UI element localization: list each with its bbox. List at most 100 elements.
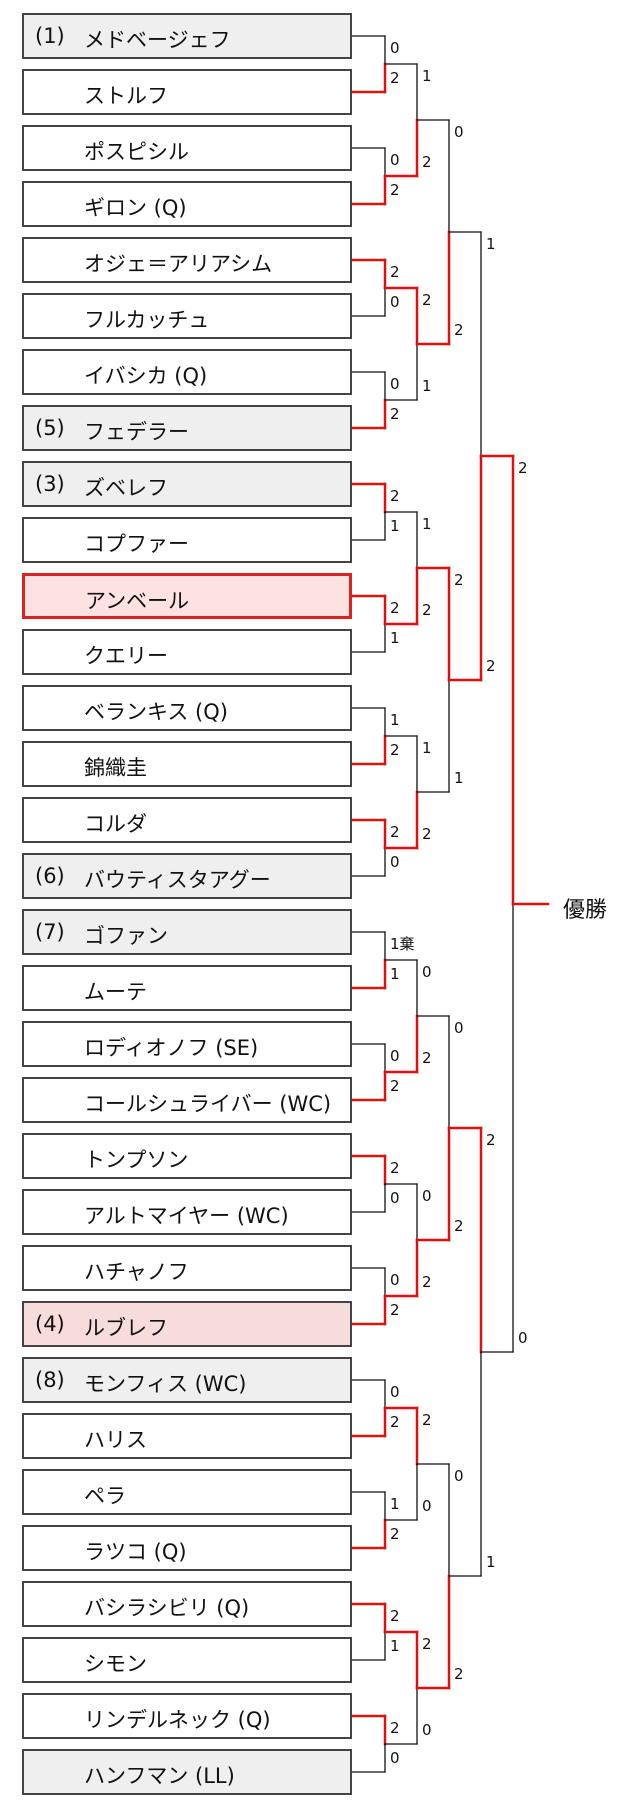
match-score: 0	[422, 1721, 432, 1739]
player-name: ルブレフ	[84, 1316, 168, 1340]
player-box: ムーテ	[22, 965, 352, 1011]
match-score: 0	[390, 151, 400, 169]
match-score: 1棄	[390, 935, 415, 953]
match-score: 2	[390, 1607, 400, 1625]
match-score: 0	[390, 39, 400, 57]
player-box: アンベール	[22, 573, 352, 619]
player-name: ペラ	[84, 1484, 126, 1508]
player-box: ハリス	[22, 1413, 352, 1459]
match-score: 1	[486, 235, 496, 253]
match-score: 2	[422, 153, 432, 171]
champion-label: 優勝	[563, 898, 608, 923]
match-score: 2	[390, 741, 400, 759]
player-name: メドベージェフ	[84, 28, 231, 52]
player-name: ポスピシル	[84, 140, 189, 164]
match-score: 2	[390, 405, 400, 423]
match-score: 1	[390, 1637, 400, 1655]
match-score: 2	[422, 601, 432, 619]
player-box: オジェ＝アリアシム	[22, 237, 352, 283]
player-box: (6)バウティスタアグー	[22, 853, 352, 899]
player-name: ギロン (Q)	[84, 196, 187, 220]
player-name: コールシュライバー (WC)	[84, 1092, 332, 1116]
match-score: 1	[422, 377, 432, 395]
match-score: 0	[390, 853, 400, 871]
player-name: ズベレフ	[84, 476, 168, 500]
match-score: 2	[390, 1077, 400, 1095]
match-score: 2	[454, 1217, 464, 1235]
match-score: 2	[486, 657, 496, 675]
match-score: 1	[422, 739, 432, 757]
player-name: ロディオノフ (SE)	[84, 1036, 259, 1060]
match-score: 0	[454, 123, 464, 141]
player-name: ストルフ	[84, 84, 168, 108]
player-box: (1)メドベージェフ	[22, 13, 352, 59]
player-name: モンフィス (WC)	[84, 1372, 247, 1396]
match-score: 1	[454, 769, 464, 787]
match-score: 2	[390, 823, 400, 841]
player-box: フルカッチュ	[22, 293, 352, 339]
match-score: 2	[518, 459, 528, 477]
match-score: 2	[390, 1159, 400, 1177]
player-seed: (5)	[35, 416, 65, 440]
player-box: ロディオノフ (SE)	[22, 1021, 352, 1067]
player-box: シモン	[22, 1637, 352, 1683]
match-score: 2	[390, 599, 400, 617]
match-score: 0	[390, 1189, 400, 1207]
player-box: ハンフマン (LL)	[22, 1749, 352, 1795]
player-box: (3)ズベレフ	[22, 461, 352, 507]
match-score: 0	[390, 1047, 400, 1065]
match-score: 2	[390, 1413, 400, 1431]
player-box: リンデルネック (Q)	[22, 1693, 352, 1739]
player-name: トンプソン	[84, 1148, 189, 1172]
player-name: バシラシビリ (Q)	[84, 1596, 250, 1620]
match-score: 2	[422, 1049, 432, 1067]
match-score: 2	[390, 263, 400, 281]
player-seed: (4)	[35, 1312, 65, 1336]
match-score: 2	[454, 1665, 464, 1683]
match-score: 0	[422, 963, 432, 981]
player-box: バシラシビリ (Q)	[22, 1581, 352, 1627]
player-name: シモン	[84, 1652, 147, 1676]
player-name: ハチャノフ	[84, 1260, 189, 1284]
player-box: ハチャノフ	[22, 1245, 352, 1291]
match-score: 1	[422, 67, 432, 85]
player-box: ベランキス (Q)	[22, 685, 352, 731]
player-seed: (8)	[35, 1368, 65, 1392]
player-box: (5) フェデラー	[22, 405, 352, 451]
match-score: 2	[422, 1411, 432, 1429]
match-score: 0	[390, 1383, 400, 1401]
player-seed: (6)	[35, 864, 65, 888]
player-name: フルカッチュ	[84, 308, 210, 332]
match-score: 0	[390, 293, 400, 311]
player-box: コールシュライバー (WC)	[22, 1077, 352, 1123]
player-box: 錦織圭	[22, 741, 352, 787]
player-box: (8) モンフィス (WC)	[22, 1357, 352, 1403]
match-score: 1	[390, 629, 400, 647]
match-score: 0	[422, 1497, 432, 1515]
match-score: 2	[390, 69, 400, 87]
match-score: 2	[454, 571, 464, 589]
player-box: アルトマイヤー (WC)	[22, 1189, 352, 1235]
player-seed: (7)	[35, 920, 65, 944]
player-name: 錦織圭	[84, 756, 147, 780]
match-score: 2	[390, 1719, 400, 1737]
match-score: 0	[390, 1271, 400, 1289]
player-name: ゴファン	[84, 924, 168, 948]
player-name: オジェ＝アリアシム	[84, 252, 273, 276]
match-score: 2	[390, 181, 400, 199]
match-score: 2	[390, 1525, 400, 1543]
player-box: コプファー	[22, 517, 352, 563]
match-score: 2	[422, 1635, 432, 1653]
player-box: コルダ	[22, 797, 352, 843]
player-box: ストルフ	[22, 69, 352, 115]
player-name: ラツコ (Q)	[84, 1540, 187, 1564]
player-box: ラツコ (Q)	[22, 1525, 352, 1571]
match-score: 0	[454, 1467, 464, 1485]
player-name: フェデラー	[84, 420, 189, 444]
player-name: ハリス	[84, 1428, 147, 1452]
match-score: 2	[390, 487, 400, 505]
match-score: 1	[390, 517, 400, 535]
player-box: イバシカ (Q)	[22, 349, 352, 395]
player-box: ポスピシル	[22, 125, 352, 171]
